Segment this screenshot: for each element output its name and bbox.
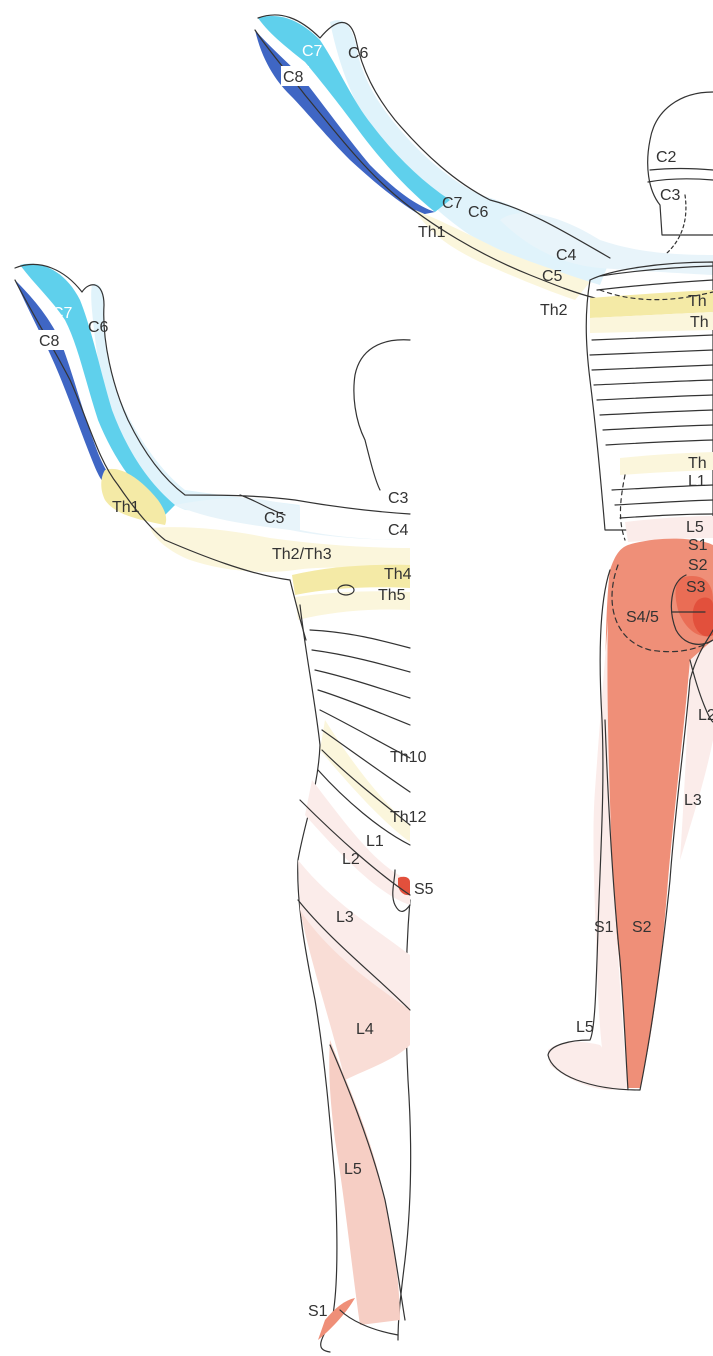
front-th4-label: Th4	[384, 566, 412, 583]
back-s1-label: S1	[688, 537, 708, 554]
back-l2-label: L2	[698, 707, 713, 724]
front-th1-label: Th1	[112, 499, 140, 516]
back-th2-label: Th2	[540, 302, 568, 319]
back-s45-label: S4/5	[626, 609, 659, 626]
front-arm-c6-label: C6	[88, 319, 109, 336]
back-l1-label: L1	[688, 473, 706, 490]
front-c3-label: C3	[388, 490, 409, 507]
back-th-label-b: Th	[690, 314, 709, 331]
front-l3-label: L3	[336, 909, 354, 926]
back-head-c3-divider	[648, 179, 713, 182]
front-th12-label: Th12	[390, 809, 427, 826]
back-elbow-c6-label: C6	[468, 204, 489, 221]
back-leg-s2-label: S2	[632, 919, 652, 936]
front-l5-label: L5	[344, 1161, 362, 1178]
front-arm-c8-label: C8	[39, 333, 60, 350]
front-view-figure	[15, 264, 411, 1352]
back-arm-c7-label: C7	[302, 43, 323, 60]
front-c4-label: C4	[388, 522, 409, 539]
back-leg-s1-label: S1	[594, 919, 614, 936]
back-arm-c8-label: C8	[283, 69, 304, 86]
back-head-c2-label: C2	[656, 149, 677, 166]
back-th-label-c: Th	[688, 455, 707, 472]
back-l3-label: L3	[684, 792, 702, 809]
front-s1-label: S1	[308, 1303, 328, 1320]
back-head-c3-label: C3	[660, 187, 681, 204]
front-th10-label: Th10	[390, 749, 427, 766]
front-l5-zone	[329, 1040, 400, 1325]
back-s2-label: S2	[688, 557, 708, 574]
front-s5-label: S5	[414, 881, 434, 898]
back-elbow-c7-label: C7	[442, 195, 463, 212]
back-l5-label: L5	[686, 519, 704, 536]
back-foot-l5-label: L5	[576, 1019, 594, 1036]
back-c5-label: C5	[542, 268, 563, 285]
front-l1-label: L1	[366, 833, 384, 850]
front-th2-th3-label: Th2/Th3	[272, 546, 332, 563]
front-c5-label: C5	[264, 510, 285, 527]
back-s3-label: S3	[686, 579, 706, 596]
back-th-label-a: Th	[688, 293, 707, 310]
front-th5-label: Th5	[378, 587, 406, 604]
back-head-c2-divider	[650, 169, 713, 171]
front-l2-label: L2	[342, 851, 360, 868]
front-arm-c7-label: C7	[52, 305, 73, 322]
back-c4-label: C4	[556, 247, 577, 264]
back-l5-foot	[548, 1042, 612, 1090]
back-th1-label: Th1	[418, 224, 446, 241]
front-l4-label: L4	[356, 1021, 374, 1038]
back-arm-c6-label: C6	[348, 45, 369, 62]
